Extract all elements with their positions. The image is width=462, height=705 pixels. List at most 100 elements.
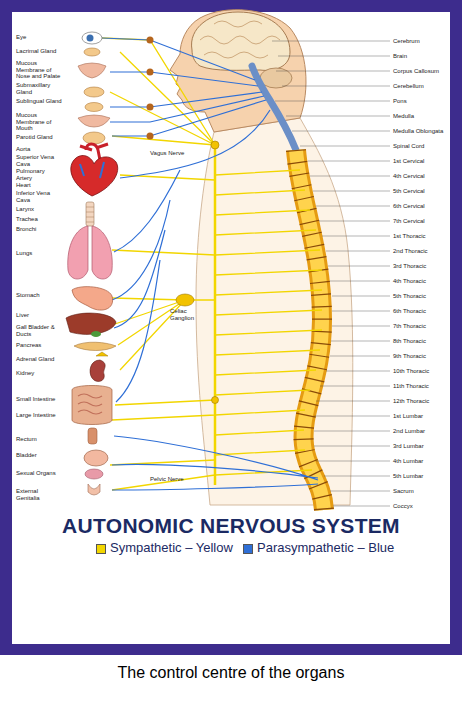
legend-entry: Sympathetic – Yellow <box>96 540 233 555</box>
organ-label: Larynx <box>16 206 62 213</box>
organ-label: Pancreas <box>16 342 62 349</box>
anatomy-label: 8th Thoracic <box>393 338 448 345</box>
nasal-mucosa <box>78 63 106 78</box>
anatomy-label: Coccyx <box>393 503 448 510</box>
external-genitalia <box>88 484 100 495</box>
legend-swatch <box>96 544 106 554</box>
submandibular-ganglion <box>147 104 154 111</box>
organ-label: Sexual Organs <box>16 470 62 477</box>
organ-label: Lungs <box>16 250 62 257</box>
organ-label: Mucous Membrane of Mouth <box>16 112 62 132</box>
organ-label: Kidney <box>16 370 62 377</box>
anatomy-label: Medulla <box>393 113 448 120</box>
sublingual-gland <box>85 103 103 112</box>
nerve-label: Pelvic Nerve <box>150 476 190 483</box>
lacrimal-gland <box>84 48 100 56</box>
organ-label: Eye <box>16 34 62 41</box>
anatomy-label: 1st Lumbar <box>393 413 448 420</box>
heart <box>71 156 118 196</box>
anatomy-label: 6th Thoracic <box>393 308 448 315</box>
organ-label: Large Intestine <box>16 412 62 419</box>
anatomy-label: 5th Thoracic <box>393 293 448 300</box>
gall-bladder <box>91 331 101 337</box>
brain-stem <box>252 66 296 150</box>
anatomy-label: 4th Lumbar <box>393 458 448 465</box>
lungs <box>68 226 113 279</box>
organ-label: Inferior Vena Cava <box>16 190 62 203</box>
anatomy-label: 4th Thoracic <box>393 278 448 285</box>
eye <box>82 32 102 44</box>
organ-label: Pulmonary Artery <box>16 168 62 181</box>
anatomy-label: 3rd Thoracic <box>393 263 448 270</box>
organ-label: Mucous Membrane of Nose and Palate <box>16 60 62 80</box>
heart-veins <box>80 162 104 178</box>
anatomy-label: 2nd Lumbar <box>393 428 448 435</box>
anatomy-label: Corpus Callosum <box>393 68 448 75</box>
trachea-rings <box>86 207 94 222</box>
liver <box>66 313 116 334</box>
anatomy-label: 10th Thoracic <box>393 368 448 375</box>
brain-folds <box>200 21 280 58</box>
anatomy-label: 5th Lumbar <box>393 473 448 480</box>
anatomy-label: Cerebellum <box>393 83 448 90</box>
anatomy-label: Sacrum <box>393 488 448 495</box>
adrenal-gland <box>96 352 108 356</box>
trachea <box>86 202 94 226</box>
organ-label: Liver <box>16 312 62 319</box>
anatomy-label: 4th Cervical <box>393 173 448 180</box>
eye-iris <box>87 35 94 42</box>
sympathetic-nerves <box>102 38 322 490</box>
legend-text: Sympathetic – Yellow <box>110 540 233 555</box>
organ-label: Sublingual Gland <box>16 98 62 105</box>
anatomy-label: 3rd Lumbar <box>393 443 448 450</box>
anatomy-label: Brain <box>393 53 448 60</box>
large-intestine <box>72 386 112 425</box>
anatomy-label: Cerebrum <box>393 38 448 45</box>
organ-label: Stomach <box>16 292 62 299</box>
anatomy-label: 1st Thoracic <box>393 233 448 240</box>
submaxillary-gland <box>84 87 104 97</box>
organ-label: Adrenal Gland <box>16 356 62 363</box>
organ-label: Bronchi <box>16 226 62 233</box>
rectum <box>88 428 97 444</box>
organ-label: Superior Vena Cava <box>16 154 62 167</box>
organ-label: Submaxillary Gland <box>16 82 62 95</box>
anatomy-label: Spinal Cord <box>393 143 448 150</box>
organ-label: Heart <box>16 182 62 189</box>
celiac-ganglion <box>176 294 194 306</box>
mesenteric-ganglion <box>212 397 219 404</box>
organ-label: Bladder <box>16 452 62 459</box>
anatomy-label: 7th Cervical <box>393 218 448 225</box>
figure-caption: The control centre of the organs <box>0 664 462 682</box>
anatomy-label: 1st Cervical <box>393 158 448 165</box>
organ-label: Parotid Gland <box>16 134 62 141</box>
kidney <box>90 360 105 381</box>
bladder <box>84 450 108 466</box>
legend-entry: Parasympathetic – Blue <box>243 540 394 555</box>
legend-swatch <box>243 544 253 554</box>
organ-label: Small Intestine <box>16 396 62 403</box>
sexual-organs <box>85 469 103 479</box>
parasympathetic-nerves <box>102 38 318 490</box>
organ-label: Aorta <box>16 146 62 153</box>
poster-frame <box>0 0 462 655</box>
organ-label: External Genitalia <box>16 488 62 501</box>
chart-title: AUTONOMIC NERVOUS SYSTEM <box>0 514 462 538</box>
leader-lines <box>272 41 390 506</box>
anatomy-label: 9th Thoracic <box>393 353 448 360</box>
anatomy-label: 11th Thoracic <box>393 383 448 390</box>
mouth-mucosa <box>78 115 110 127</box>
anatomy-label: Medulla Oblongata <box>393 128 448 135</box>
pancreas <box>74 342 116 350</box>
anatomy-label: Pons <box>393 98 448 105</box>
anatomy-label: 5th Cervical <box>393 188 448 195</box>
nerve-label: Celiac Ganglion <box>170 308 210 321</box>
small-intestine <box>78 394 102 414</box>
organ-label: Gall Bladder & Ducts <box>16 324 62 337</box>
nerve-label: Vagus Nerve <box>150 150 190 157</box>
ciliary-ganglion <box>147 37 154 44</box>
stomach <box>72 287 113 310</box>
organ-label: Trachea <box>16 216 62 223</box>
